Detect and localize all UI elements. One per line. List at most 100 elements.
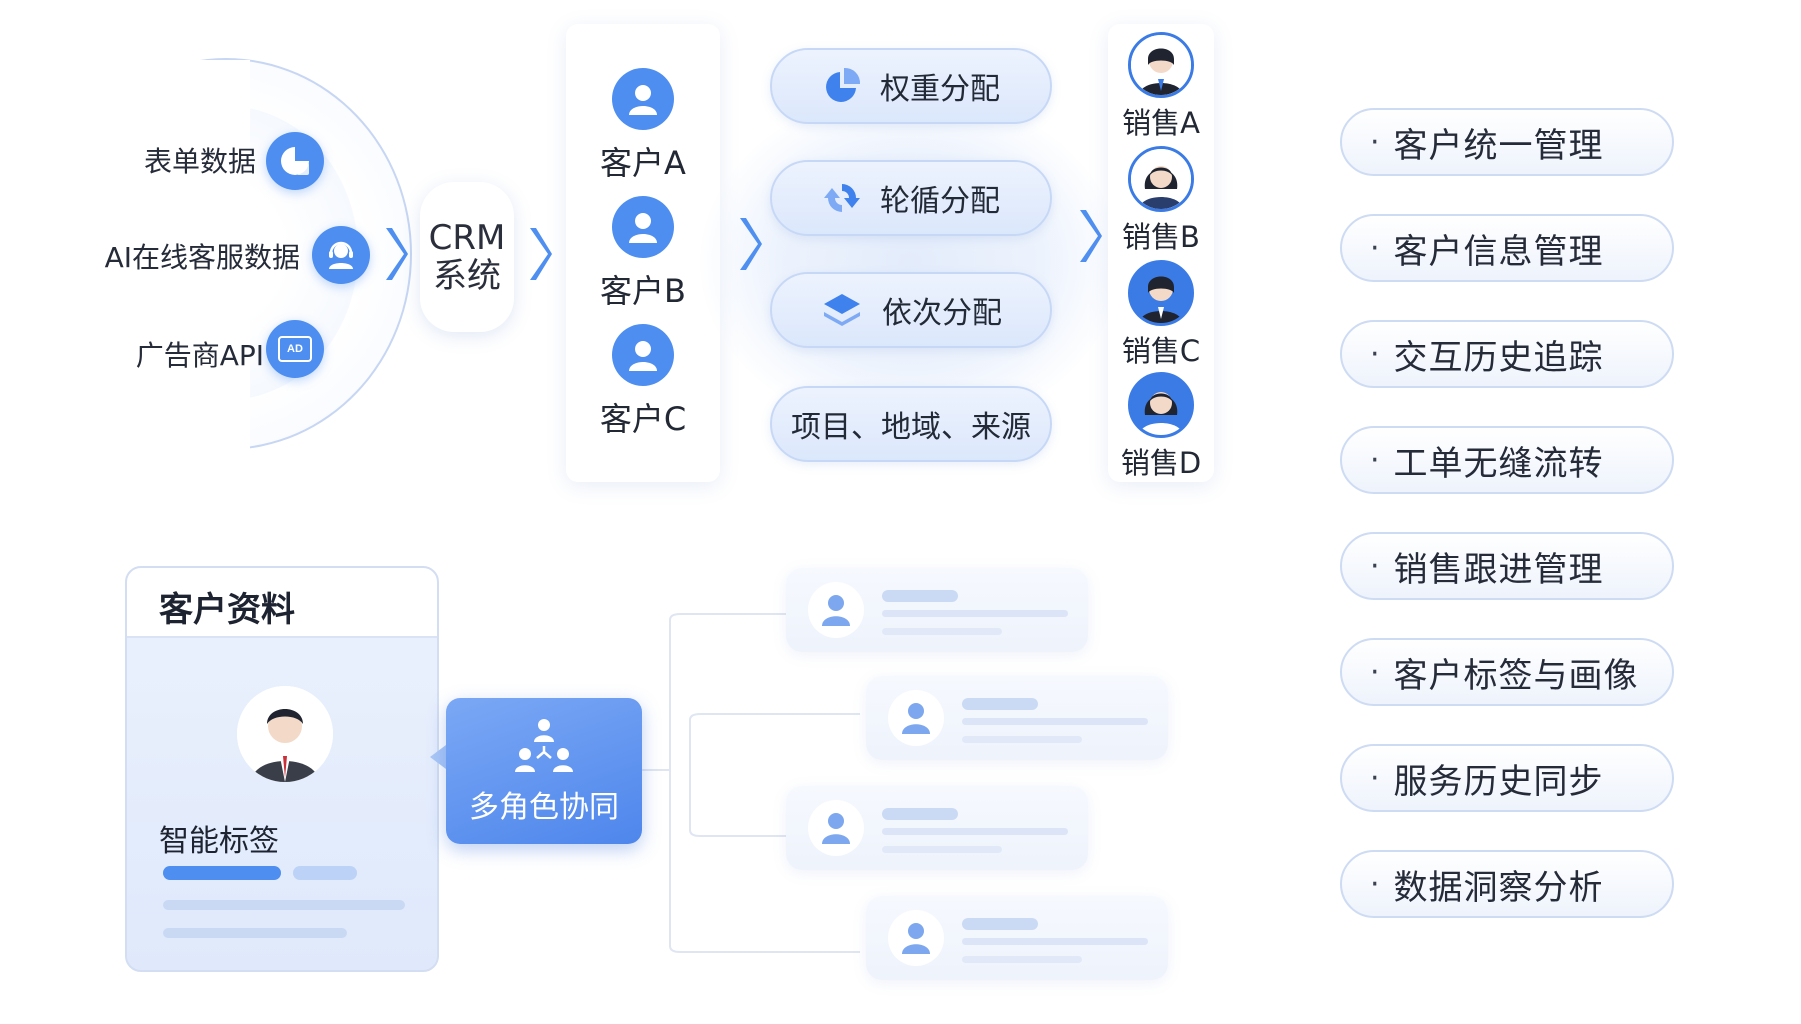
sales-item-d[interactable]: 销售D bbox=[1108, 372, 1214, 482]
tag-bar-secondary bbox=[293, 866, 357, 880]
collab-member-card[interactable] bbox=[786, 786, 1088, 870]
avatar bbox=[237, 686, 333, 782]
source-label-ai-service: AI在线客服数据 bbox=[104, 241, 300, 274]
bullet: · bbox=[1370, 654, 1380, 690]
user-icon bbox=[808, 582, 864, 638]
collab-member-card[interactable] bbox=[866, 896, 1168, 980]
pointer-arrow bbox=[430, 742, 450, 772]
feature-interaction-history[interactable]: · 交互历史追踪 bbox=[1340, 320, 1674, 388]
user-icon bbox=[808, 800, 864, 856]
allocation-label: 项目、地域、来源 bbox=[791, 410, 1031, 445]
text-placeholder-bar bbox=[163, 928, 347, 938]
crm-title: CRM bbox=[428, 218, 506, 258]
user-icon bbox=[612, 196, 674, 258]
feature-tags-portrait[interactable]: · 客户标签与画像 bbox=[1340, 638, 1674, 706]
placeholder-line bbox=[882, 828, 1068, 835]
female-sales-avatar bbox=[1128, 146, 1194, 212]
allocation-sequential[interactable]: 依次分配 bbox=[770, 272, 1052, 348]
allocation-label: 依次分配 bbox=[882, 296, 1002, 331]
allocation-roundrobin[interactable]: 轮循分配 bbox=[770, 160, 1052, 236]
form-icon bbox=[266, 132, 324, 190]
male-sales-avatar bbox=[1128, 32, 1194, 98]
feature-info-management[interactable]: · 客户信息管理 bbox=[1340, 214, 1674, 282]
chevron-right-icon bbox=[386, 228, 408, 280]
sales-name: 销售B bbox=[1122, 220, 1200, 254]
sales-item-c[interactable]: 销售C bbox=[1108, 260, 1214, 370]
chevron-right-icon bbox=[530, 228, 552, 280]
sales-name: 销售C bbox=[1121, 334, 1201, 368]
sales-item-b[interactable]: 销售B bbox=[1108, 146, 1214, 256]
male-sales-avatar bbox=[1128, 260, 1194, 326]
team-icon bbox=[515, 719, 573, 772]
user-icon bbox=[888, 690, 944, 746]
feature-data-insight[interactable]: · 数据洞察分析 bbox=[1340, 850, 1674, 918]
bullet: · bbox=[1370, 124, 1380, 160]
customer-item-b[interactable]: 客户B bbox=[566, 196, 720, 312]
sales-name: 销售A bbox=[1122, 106, 1200, 140]
customer-item-c[interactable]: 客户C bbox=[566, 324, 720, 440]
female-sales-avatar bbox=[1128, 372, 1194, 438]
placeholder-line bbox=[882, 846, 1002, 853]
sales-name: 销售D bbox=[1120, 446, 1202, 480]
placeholder-line bbox=[962, 956, 1082, 963]
sales-item-a[interactable]: 销售A bbox=[1108, 32, 1214, 142]
bullet: · bbox=[1370, 866, 1380, 902]
placeholder-line bbox=[882, 610, 1068, 617]
ad-icon: AD bbox=[266, 320, 324, 378]
feature-label: 数据洞察分析 bbox=[1393, 867, 1604, 908]
allocation-weight[interactable]: 权重分配 bbox=[770, 48, 1052, 124]
crm-subtitle: 系统 bbox=[433, 256, 501, 296]
text-placeholder-bar bbox=[163, 900, 405, 910]
placeholder-line bbox=[882, 590, 958, 602]
feature-label: 客户信息管理 bbox=[1393, 231, 1604, 272]
profile-title: 客户资料 bbox=[159, 590, 295, 630]
feature-sales-followup[interactable]: ·销售跟进管理 bbox=[1340, 532, 1674, 600]
customer-name: 客户C bbox=[599, 400, 687, 438]
allocation-glow bbox=[700, 92, 1120, 432]
arc-mask bbox=[40, 60, 250, 450]
placeholder-line bbox=[962, 938, 1148, 945]
feature-service-history-sync[interactable]: · 服务历史同步 bbox=[1340, 744, 1674, 812]
bullet: · bbox=[1370, 336, 1380, 372]
cycle-icon bbox=[824, 184, 860, 212]
bullet: · bbox=[1370, 442, 1380, 478]
bullet: · bbox=[1370, 230, 1380, 266]
allocation-project-region-source[interactable]: 项目、地域、来源 bbox=[770, 386, 1052, 462]
customer-profile-card: 客户资料 智能标签 bbox=[125, 566, 439, 972]
placeholder-line bbox=[962, 698, 1038, 710]
crm-system-node: CRM 系统 bbox=[420, 182, 514, 332]
feature-label: 服务历史同步 bbox=[1393, 761, 1604, 802]
divider bbox=[127, 636, 437, 638]
bullet: · bbox=[1370, 760, 1380, 796]
feature-label: 客户统一管理 bbox=[1393, 125, 1604, 166]
chevron-right-icon bbox=[1080, 210, 1102, 262]
multi-role-collab-node[interactable]: 多角色协同 bbox=[446, 698, 642, 844]
customer-item-a[interactable]: 客户A bbox=[566, 68, 720, 184]
collab-member-card[interactable] bbox=[786, 568, 1088, 652]
feature-label: 客户标签与画像 bbox=[1393, 655, 1639, 696]
user-icon bbox=[888, 910, 944, 966]
feature-label: 销售跟进管理 bbox=[1393, 549, 1604, 590]
placeholder-line bbox=[962, 718, 1148, 725]
placeholder-line bbox=[962, 736, 1082, 743]
smart-tag-label: 智能标签 bbox=[159, 824, 279, 859]
ad-badge-text: AD bbox=[287, 343, 303, 355]
feature-unified-management[interactable]: · 客户统一管理 bbox=[1340, 108, 1674, 176]
tag-bar-primary bbox=[163, 866, 281, 880]
feature-label: 工单无缝流转 bbox=[1393, 443, 1604, 484]
user-icon bbox=[612, 68, 674, 130]
collab-label: 多角色协同 bbox=[469, 790, 619, 825]
placeholder-line bbox=[882, 808, 958, 820]
user-icon bbox=[612, 324, 674, 386]
collab-member-card[interactable] bbox=[866, 676, 1168, 760]
feature-ticket-flow[interactable]: · 工单无缝流转 bbox=[1340, 426, 1674, 494]
headset-agent-icon bbox=[312, 226, 370, 284]
allocation-label: 权重分配 bbox=[880, 72, 1000, 107]
feature-label: 交互历史追踪 bbox=[1393, 337, 1604, 378]
source-label-form: 表单数据 bbox=[143, 145, 256, 178]
placeholder-line bbox=[882, 628, 1002, 635]
layers-icon bbox=[824, 294, 860, 326]
pie-chart-icon bbox=[826, 67, 861, 102]
customer-name: 客户A bbox=[600, 144, 686, 182]
chevron-right-icon bbox=[740, 218, 762, 270]
